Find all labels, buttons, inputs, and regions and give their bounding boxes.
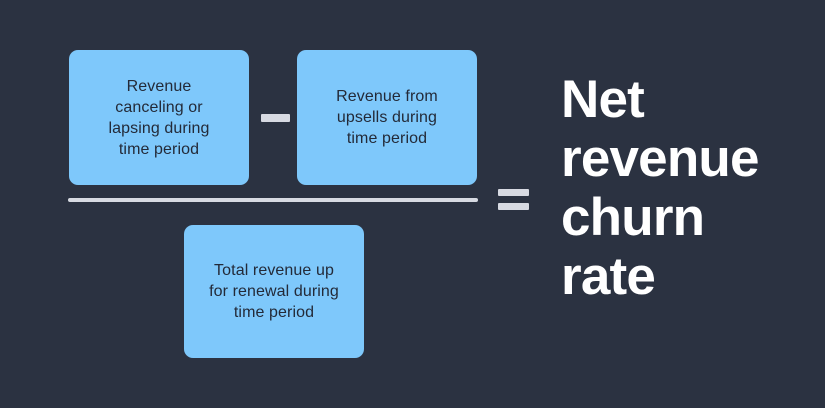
result-label: Net revenue churn rate bbox=[561, 70, 759, 306]
minus-sign-icon bbox=[261, 114, 290, 122]
numerator-left-term-label: Revenue canceling or lapsing during time… bbox=[108, 77, 210, 158]
numerator-left-term-box: Revenue canceling or lapsing during time… bbox=[69, 50, 249, 185]
equals-sign-top-bar bbox=[498, 189, 529, 196]
numerator-right-term-label: Revenue from upsells during time period bbox=[336, 88, 438, 147]
denominator-term-box: Total revenue up for renewal during time… bbox=[184, 225, 364, 358]
denominator-term-label: Total revenue up for renewal during time… bbox=[209, 262, 339, 321]
numerator-right-term-box: Revenue from upsells during time period bbox=[297, 50, 477, 185]
fraction-bar-divider bbox=[68, 198, 478, 202]
equals-sign-bottom-bar bbox=[498, 203, 529, 210]
equals-sign-icon bbox=[498, 189, 529, 210]
